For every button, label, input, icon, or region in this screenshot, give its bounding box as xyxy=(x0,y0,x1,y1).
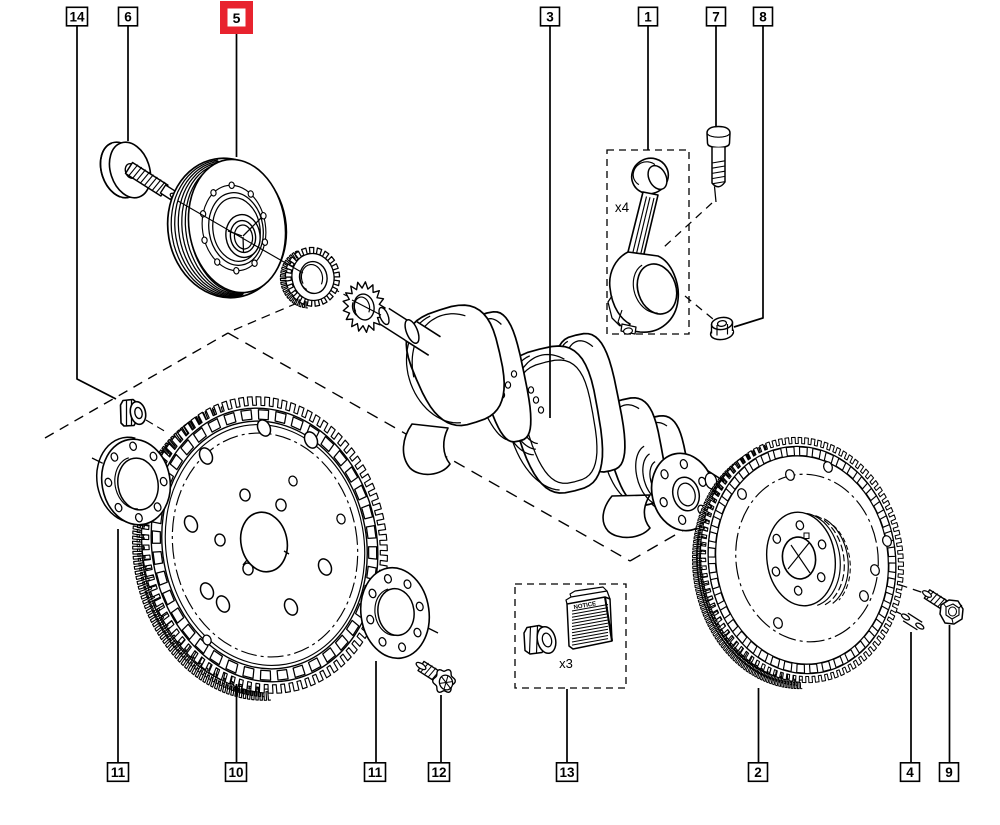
svg-text:2: 2 xyxy=(754,765,762,780)
svg-text:1: 1 xyxy=(644,9,652,24)
svg-text:3: 3 xyxy=(546,9,554,24)
svg-text:12: 12 xyxy=(431,765,446,780)
svg-text:x4: x4 xyxy=(615,200,630,215)
svg-text:14: 14 xyxy=(69,9,85,24)
svg-text:6: 6 xyxy=(124,9,132,24)
svg-text:9: 9 xyxy=(945,765,953,780)
svg-text:NOTICE: NOTICE xyxy=(573,601,596,611)
svg-text:8: 8 xyxy=(759,9,767,24)
svg-text:5: 5 xyxy=(233,10,241,26)
svg-text:13: 13 xyxy=(559,765,575,780)
svg-text:7: 7 xyxy=(712,9,720,24)
svg-text:10: 10 xyxy=(228,765,243,780)
svg-text:x3: x3 xyxy=(559,656,573,671)
svg-text:11: 11 xyxy=(111,765,126,780)
svg-text:4: 4 xyxy=(906,765,914,780)
svg-text:11: 11 xyxy=(368,765,383,780)
